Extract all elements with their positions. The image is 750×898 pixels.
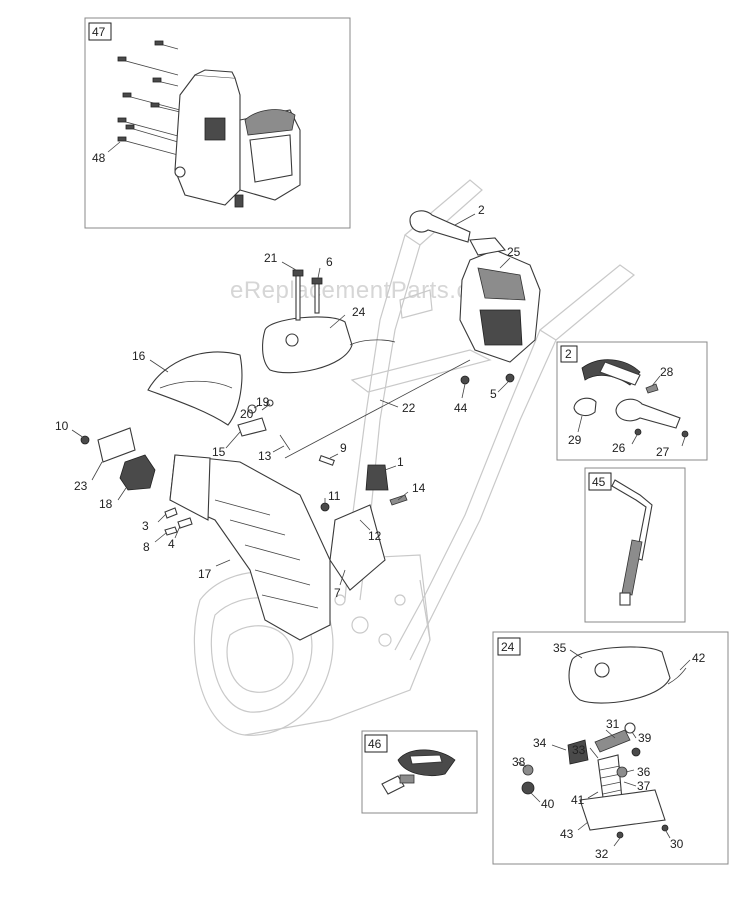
callout-1: 1 bbox=[397, 455, 404, 469]
callout-14: 14 bbox=[412, 481, 426, 495]
callout-37: 37 bbox=[637, 779, 651, 793]
box-45-shift-rod bbox=[611, 479, 653, 606]
callout-15: 15 bbox=[212, 445, 226, 459]
callout-9: 9 bbox=[340, 441, 347, 455]
callout-6: 6 bbox=[326, 255, 333, 269]
callout-2: 2 bbox=[478, 203, 485, 217]
callout-35: 35 bbox=[553, 641, 567, 655]
watermark: eReplacementParts.com bbox=[230, 277, 503, 304]
callout-22: 22 bbox=[402, 401, 416, 415]
callout-11: 11 bbox=[328, 489, 341, 503]
callout-43: 43 bbox=[560, 827, 574, 841]
callout-27: 27 bbox=[656, 445, 670, 459]
part-6-bolt bbox=[314, 282, 320, 314]
callout-30: 30 bbox=[670, 837, 684, 851]
callout-34: 34 bbox=[533, 736, 547, 750]
main-assembly bbox=[80, 210, 541, 641]
callout-48: 48 bbox=[92, 151, 106, 165]
part-12-plate bbox=[329, 504, 386, 591]
box-45-label: 45 bbox=[592, 475, 606, 489]
box-46: 46 bbox=[361, 730, 478, 814]
callout-20: 20 bbox=[240, 407, 254, 421]
callout-17: 17 bbox=[198, 567, 212, 581]
box-46-part bbox=[381, 749, 456, 795]
callout-8: 8 bbox=[143, 540, 150, 554]
callout-19: 19 bbox=[256, 395, 270, 409]
callout-39: 39 bbox=[638, 731, 652, 745]
callout-42: 42 bbox=[692, 651, 706, 665]
callout-12: 12 bbox=[368, 529, 382, 543]
callout-36: 36 bbox=[637, 765, 651, 779]
box-46-label: 46 bbox=[368, 737, 382, 751]
callout-28: 28 bbox=[660, 365, 674, 379]
part-22-cable bbox=[284, 359, 471, 459]
callout-44: 44 bbox=[454, 401, 468, 415]
callout-10: 10 bbox=[55, 419, 69, 433]
callout-38: 38 bbox=[512, 755, 526, 769]
callout-16: 16 bbox=[132, 349, 146, 363]
callout-29: 29 bbox=[568, 433, 582, 447]
callout-5: 5 bbox=[490, 387, 497, 401]
callout-3: 3 bbox=[142, 519, 149, 533]
part-23-linkage bbox=[97, 427, 136, 463]
part-25-housing bbox=[459, 237, 541, 363]
box-47: 47 bbox=[84, 17, 351, 229]
part-1-bracket bbox=[365, 464, 389, 491]
part-16-deflector bbox=[147, 351, 243, 426]
part-18-bracket bbox=[119, 454, 156, 491]
callout-18: 18 bbox=[99, 497, 113, 511]
box-24-label: 24 bbox=[501, 640, 515, 654]
callout-31: 31 bbox=[606, 717, 620, 731]
part-2-bracket bbox=[409, 210, 471, 243]
callout-40: 40 bbox=[541, 797, 555, 811]
box-45: 45 bbox=[584, 467, 686, 623]
part-17-chute bbox=[169, 454, 331, 641]
callout-26: 26 bbox=[612, 441, 626, 455]
callout-7: 7 bbox=[334, 586, 341, 600]
callout-33: 33 bbox=[572, 743, 586, 757]
box-2: 2 28 29 26 27 bbox=[556, 341, 708, 461]
box-47-shift-housing bbox=[174, 69, 301, 208]
callout-41: 41 bbox=[571, 793, 585, 807]
box-47-pins bbox=[117, 40, 181, 156]
box-24: 24 35 42 31 39 34 33 3 bbox=[492, 631, 729, 865]
callout-24: 24 bbox=[352, 305, 366, 319]
callout-32: 32 bbox=[595, 847, 609, 861]
box-2-label: 2 bbox=[565, 347, 572, 361]
box-47-label: 47 bbox=[92, 25, 106, 39]
callout-13: 13 bbox=[258, 449, 272, 463]
callout-23: 23 bbox=[74, 479, 88, 493]
main-callouts: 2 25 21 6 24 16 22 44 5 19 20 10 15 13 9… bbox=[55, 203, 521, 600]
callout-21: 21 bbox=[264, 251, 278, 265]
part-21-bolt bbox=[295, 274, 301, 321]
callout-4: 4 bbox=[168, 537, 175, 551]
callout-25: 25 bbox=[507, 245, 521, 259]
part-15-clip bbox=[237, 417, 267, 437]
part-24-cap bbox=[262, 316, 353, 374]
box-24-assembly bbox=[521, 646, 687, 839]
